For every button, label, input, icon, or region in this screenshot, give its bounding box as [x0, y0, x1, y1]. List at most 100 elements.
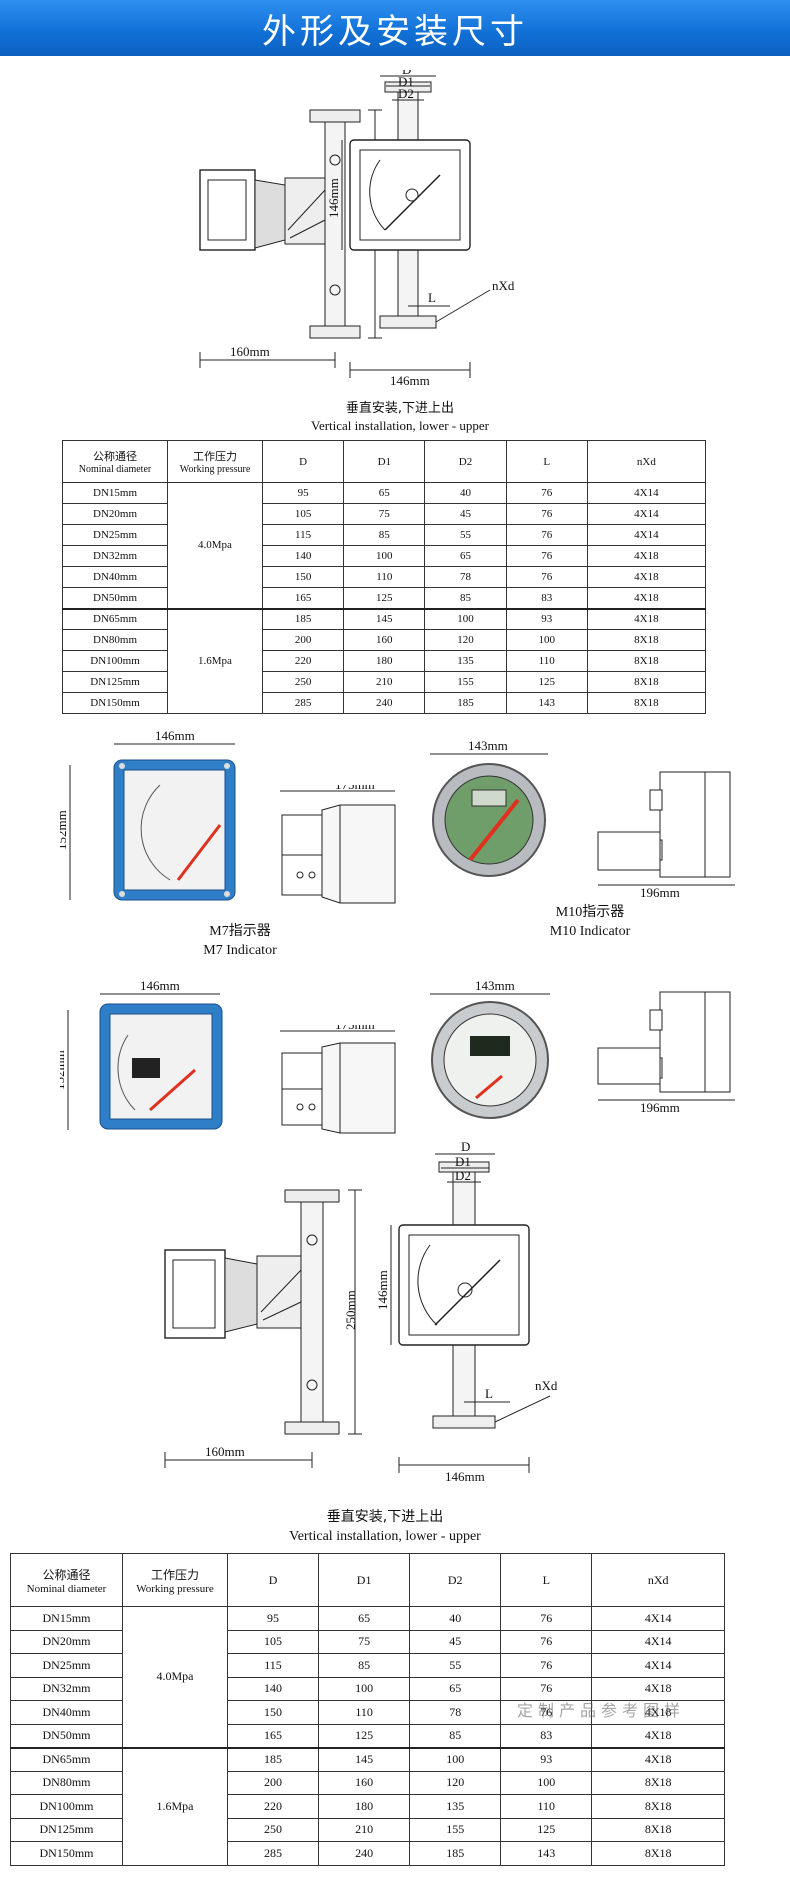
cell-pressure: 4.0Mpa [167, 482, 263, 609]
cell-D: 140 [226, 1676, 320, 1701]
cell-L: 125 [500, 1817, 593, 1842]
m10-indicator-side: 196mm [595, 770, 745, 900]
cell-D2: 65 [409, 1676, 502, 1701]
flowmeter-dimension-drawing-top: 250mm 160mm D D1 D2 146mm nXd L [190, 70, 570, 390]
cell-pressure: 1.6Mpa [122, 1746, 228, 1866]
cell-L: 76 [505, 524, 588, 546]
m10-caption-cn: M10指示器 [555, 905, 625, 920]
header-nominal-2: 公称通径 Nominal diameter [10, 1553, 123, 1607]
m10-side-width-2: 196mm [640, 1100, 680, 1115]
cell-L: 76 [500, 1700, 593, 1725]
header-nominal: 公称通径 Nominal diameter [62, 440, 168, 483]
cell-D1: 110 [318, 1700, 411, 1725]
cell-D2: 100 [424, 607, 507, 630]
cell-nXd: 4X14 [591, 1629, 725, 1654]
cell-L: 76 [505, 566, 588, 588]
dim-160: 160mm [230, 344, 270, 359]
cell-nominal: DN20mm [10, 1629, 123, 1654]
cell-D2: 40 [409, 1606, 502, 1631]
dimension-table-bottom: 公称通径 Nominal diameter 工作压力 Working press… [10, 1553, 725, 1866]
cell-D1: 110 [343, 566, 426, 588]
cell-D: 200 [261, 629, 345, 651]
cell-D1: 145 [318, 1746, 411, 1772]
cell-nominal: DN25mm [62, 524, 168, 546]
cell-nominal: DN125mm [62, 671, 168, 693]
m7-indicator-front: 146mm 152mm [60, 730, 240, 920]
flowmeter-dimension-drawing-bottom: 250mm 160mm D D1 D2 146mm nXd L 146mm [155, 1140, 575, 1490]
cell-nXd: 4X14 [586, 482, 707, 504]
cell-nXd: 4X18 [586, 607, 707, 630]
cell-D2: 185 [424, 692, 507, 714]
m10-caption: M10指示器 M10 Indicator [520, 903, 660, 941]
m7-indicator-front-lcd: 146mm 152mm [60, 980, 240, 1140]
cell-nXd: 8X18 [586, 629, 707, 651]
cell-D2: 65 [424, 545, 507, 567]
dimension-table-top: 公称通径 Nominal diameter 工作压力 Working press… [62, 440, 707, 714]
header-D2: D2 [424, 440, 507, 483]
cell-D2: 55 [409, 1653, 502, 1678]
cell-D: 220 [226, 1794, 320, 1819]
cell-nXd: 4X18 [586, 566, 707, 588]
cell-D1: 125 [318, 1723, 411, 1748]
dim-L-b: L [485, 1386, 493, 1401]
cell-nXd: 4X18 [591, 1746, 725, 1772]
cell-nXd: 4X14 [586, 524, 707, 546]
cell-D: 200 [226, 1770, 320, 1795]
cell-nXd: 8X18 [586, 650, 707, 672]
cell-D2: 78 [424, 566, 507, 588]
install-caption-bottom: 垂直安装,下进上出 Vertical installation, lower -… [220, 1508, 550, 1546]
cell-L: 76 [500, 1676, 593, 1701]
watermark: 定制产品参考图样 [517, 1701, 686, 1720]
m10-side-width: 196mm [640, 885, 680, 900]
cell-D1: 65 [343, 482, 426, 504]
m10-lcd-width: 143mm [475, 980, 515, 993]
cell-D1: 85 [318, 1653, 411, 1678]
cell-D1: 240 [343, 692, 426, 714]
header-pressure-2: 工作压力 Working pressure [122, 1553, 228, 1607]
cell-pressure: 4.0Mpa [122, 1606, 228, 1748]
dim-D1: D1 [398, 74, 414, 89]
cell-D: 220 [261, 650, 345, 672]
cell-D: 250 [226, 1817, 320, 1842]
m7-width: 146mm [155, 730, 195, 743]
cell-D1: 65 [318, 1606, 411, 1631]
cell-D1: 100 [343, 545, 426, 567]
header-D-2: D [226, 1553, 320, 1607]
cell-D: 285 [226, 1841, 320, 1866]
cell-nXd: 8X18 [586, 671, 707, 693]
cell-nXd: 4X18 [586, 545, 707, 567]
m7-lcd-width: 146mm [140, 980, 180, 993]
cell-nominal: DN32mm [62, 545, 168, 567]
dim-250-b: 250mm [343, 1290, 358, 1330]
cell-nXd: 8X18 [591, 1841, 725, 1866]
header-D1: D1 [343, 440, 426, 483]
cell-nXd: 8X18 [591, 1794, 725, 1819]
cell-nXd: 8X18 [591, 1770, 725, 1795]
dim-146-vertical-b: 146mm [375, 1270, 390, 1310]
cell-L: 93 [505, 607, 588, 630]
cell-nXd: 4X18 [586, 587, 707, 609]
cell-D2: 120 [409, 1770, 502, 1795]
caption2-en: Vertical installation, lower - upper [289, 1529, 481, 1544]
cell-D2: 55 [424, 524, 507, 546]
cell-D1: 100 [318, 1676, 411, 1701]
cell-L: 76 [500, 1606, 593, 1631]
m7-indicator-side: 175mm [280, 785, 400, 910]
cell-D2: 135 [424, 650, 507, 672]
